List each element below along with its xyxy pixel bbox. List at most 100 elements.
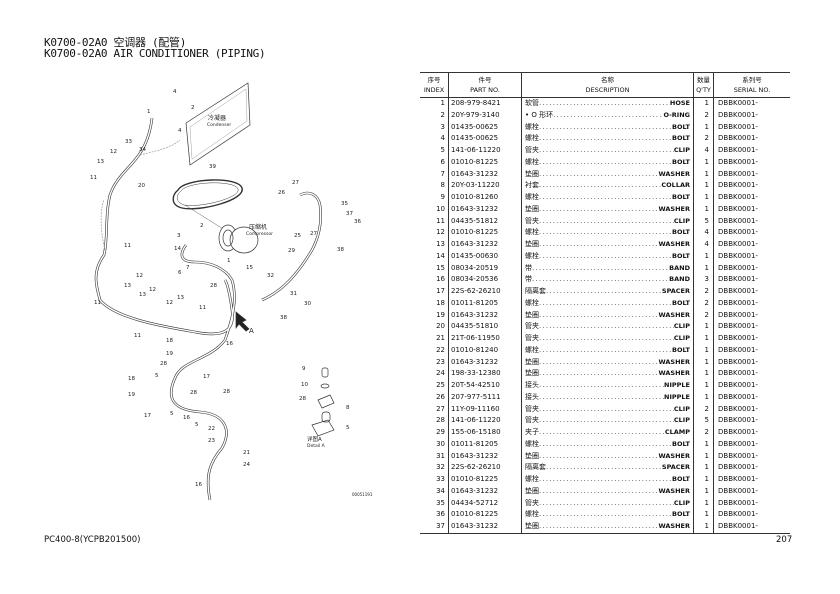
description-zh: 软管 bbox=[525, 99, 539, 107]
description-zh: 隔离套 bbox=[525, 287, 546, 295]
cell-description: 垫圈WASHER bbox=[522, 309, 694, 322]
description-zh: 管夹 bbox=[525, 322, 539, 331]
cell-serial: DBBK0001- bbox=[718, 322, 758, 331]
description-en: BOLT bbox=[672, 510, 690, 519]
callout-number: 28 bbox=[299, 396, 306, 402]
description-zh: 接头 bbox=[525, 392, 539, 401]
cell-serial: DBBK0001- bbox=[718, 463, 758, 472]
cell-serial: DBBK0001- bbox=[718, 263, 758, 272]
cell-serial: DBBK0001- bbox=[718, 169, 758, 178]
drawing-number: 00051191 bbox=[352, 492, 373, 497]
cell-part-no: 01011-81205 bbox=[449, 438, 522, 451]
cell-description: 垫圈WASHER bbox=[522, 203, 694, 216]
description-zh: 螺栓 bbox=[525, 134, 539, 143]
description-zh: 垫圈 bbox=[525, 486, 539, 495]
cell-part-no: 01435-00625 bbox=[449, 121, 522, 134]
callout-number: 21 bbox=[243, 450, 250, 456]
cell-part-no: 01435-00625 bbox=[449, 133, 522, 145]
description-zh: 垫圈 bbox=[525, 357, 539, 366]
cell-index: 32 bbox=[420, 462, 449, 474]
cell-description: 螺栓BOLT bbox=[522, 250, 694, 263]
description-en: BOLT bbox=[672, 157, 690, 166]
description-en: BOLT bbox=[672, 193, 690, 201]
cell-serial: DBBK0001- bbox=[718, 451, 758, 460]
leader-dots bbox=[539, 157, 672, 169]
leader-dots bbox=[539, 427, 665, 439]
description-zh: 管夹 bbox=[525, 216, 539, 225]
callout-number: 17 bbox=[144, 413, 151, 419]
cell-qty: 1 bbox=[694, 203, 714, 216]
description-zh: 带 bbox=[525, 275, 532, 284]
compressor-drawing bbox=[218, 224, 259, 254]
description-en: WASHER bbox=[658, 240, 690, 248]
cell-qty: 1 bbox=[694, 321, 714, 333]
leader-dots bbox=[539, 145, 674, 157]
condenser-label-en: Condenser bbox=[207, 122, 231, 128]
cell-description: 软管HOSE bbox=[522, 98, 694, 110]
cell-index: 19 bbox=[420, 309, 449, 322]
callout-number: 26 bbox=[278, 190, 285, 196]
hidden-hose-line bbox=[139, 139, 181, 156]
cell-qty: 2 bbox=[694, 297, 714, 310]
cell-serial: DBBK0001- bbox=[718, 157, 758, 166]
cell-description: 带BAND bbox=[522, 262, 694, 275]
description-zh: 管夹 bbox=[525, 498, 539, 507]
callout-number: 20 bbox=[138, 183, 145, 189]
cell-index: 16 bbox=[420, 274, 449, 286]
leader-dots bbox=[553, 110, 663, 122]
description-zh: 垫圈 bbox=[525, 169, 539, 178]
cell-part-no: 08034-20519 bbox=[449, 262, 522, 275]
leader-dots bbox=[532, 263, 669, 275]
cell-description: 管夹CLIP bbox=[522, 415, 694, 427]
leader-dots bbox=[539, 133, 672, 145]
description-zh: 隔离套 bbox=[525, 463, 546, 472]
callout-number: 28 bbox=[210, 283, 217, 289]
cell-description: 螺栓BOLT bbox=[522, 474, 694, 486]
description-en: WASHER bbox=[658, 486, 690, 495]
cell-part-no: 01643-31232 bbox=[449, 450, 522, 463]
header-index-zh: 序号 bbox=[427, 76, 441, 84]
cell-qty: 1 bbox=[694, 344, 714, 357]
callout-number: 25 bbox=[294, 233, 301, 239]
header-qty-en: Q'TY bbox=[696, 86, 711, 94]
condenser-drawing bbox=[185, 82, 251, 166]
cell-part-no: 01643-31232 bbox=[449, 309, 522, 322]
description-en: CLIP bbox=[673, 146, 690, 154]
callout-number: 34 bbox=[139, 147, 146, 153]
cell-index: 1 bbox=[420, 98, 449, 110]
cell-part-no: 01010-81225 bbox=[449, 509, 522, 521]
callout-number: 28 bbox=[160, 361, 167, 367]
leader-dots bbox=[539, 415, 674, 427]
callout-number: 12 bbox=[136, 273, 143, 279]
cell-serial: DBBK0001- bbox=[718, 251, 758, 260]
cell-index: 13 bbox=[420, 239, 449, 251]
cell-part-no: 21T-06-11950 bbox=[449, 333, 522, 345]
cell-part-no: 22S-62-26210 bbox=[449, 286, 522, 298]
cell-part-no: 155-06-15180 bbox=[449, 427, 522, 439]
leader-dots bbox=[539, 310, 659, 322]
description-en: BOLT bbox=[672, 134, 690, 143]
cell-part-no: 20Y-03-11220 bbox=[449, 180, 522, 192]
cell-description: 管夹CLIP bbox=[522, 215, 694, 228]
cell-index: 33 bbox=[420, 474, 449, 486]
cell-part-no: 207-977-5111 bbox=[449, 391, 522, 404]
callout-number: 18 bbox=[166, 338, 173, 344]
cell-description: 螺栓BOLT bbox=[522, 227, 694, 239]
callout-number: 28 bbox=[223, 389, 230, 395]
cell-description: 接头NIPPLE bbox=[522, 391, 694, 404]
header-index-en: INDEX bbox=[423, 86, 445, 94]
callout-number: 23 bbox=[208, 438, 215, 444]
detail-a-label-zh: 详图A bbox=[307, 435, 322, 443]
leader-dots bbox=[539, 204, 659, 216]
cell-index: 5 bbox=[420, 145, 449, 157]
cell-serial: DBBK0001- bbox=[718, 298, 758, 307]
description-zh: 管夹 bbox=[525, 334, 539, 342]
description-en: WASHER bbox=[658, 451, 690, 460]
leader-dots bbox=[539, 474, 672, 486]
cell-qty: 1 bbox=[694, 462, 714, 474]
